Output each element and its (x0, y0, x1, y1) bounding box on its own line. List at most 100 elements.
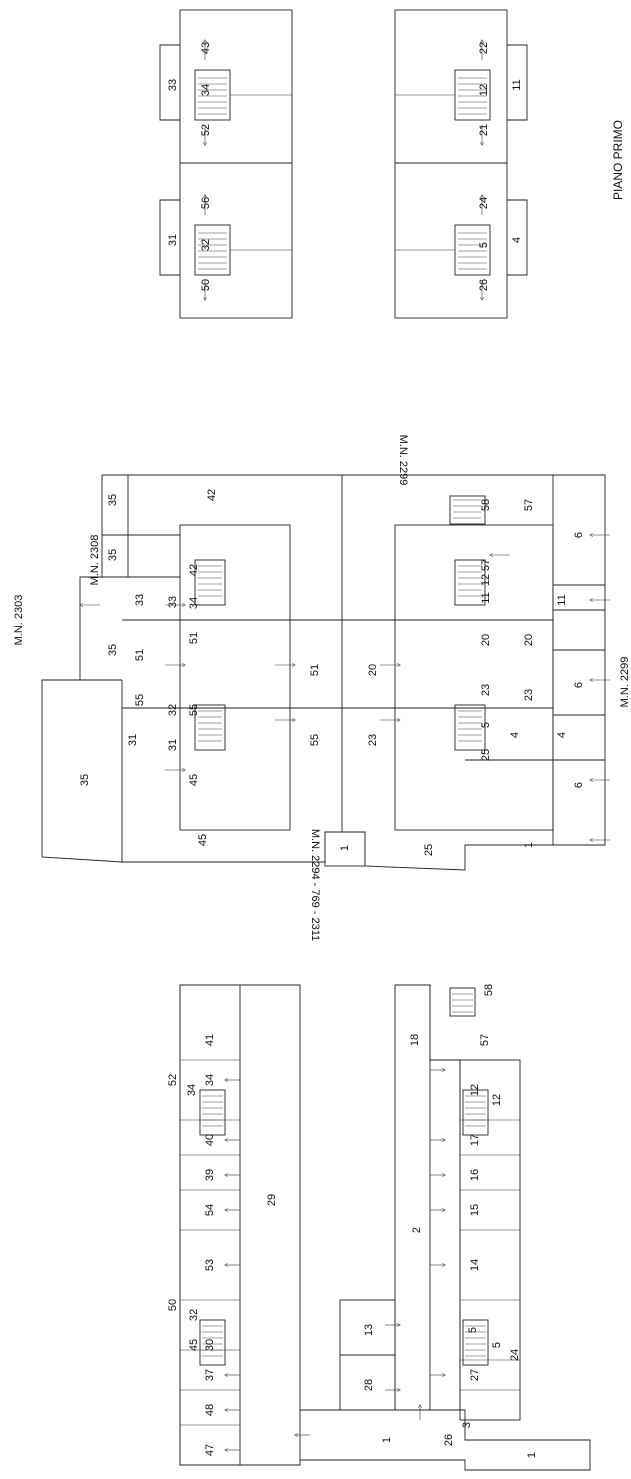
cadastral-ref: M.N. 2308 (89, 535, 101, 586)
room-label: 21 (478, 124, 490, 136)
room-label: 52 (167, 1074, 179, 1086)
room-label: 54 (204, 1204, 216, 1216)
room-label: 34 (186, 1084, 198, 1096)
room-label: 32 (188, 1309, 200, 1321)
plan-piano-terra: 52 34 34 41 40 39 54 53 50 32 45 30 37 4… (167, 984, 591, 1471)
piano-terra-labels: 52 34 34 41 40 39 54 53 50 32 45 30 37 4… (167, 984, 538, 1458)
plan-piano-primo: 33 34 43 52 31 32 56 50 22 12 11 21 24 5… (159, 9, 625, 319)
piano-terra-stairs (199, 987, 489, 1366)
piano-primo-walls (159, 9, 528, 319)
room-label: 1 (381, 1437, 393, 1443)
piano-primo-labels: 33 34 43 52 31 32 56 50 22 12 11 21 24 5… (167, 42, 523, 291)
room-label: 17 (469, 1134, 481, 1146)
room-label: 22 (478, 42, 490, 54)
room-label: 56 (200, 197, 212, 209)
room-label: 20 (523, 634, 535, 646)
room-label: 57 (479, 1034, 491, 1046)
plan-caption: PIANO PRIMO (611, 120, 625, 200)
cadastral-ref: M.N. 2299 (397, 435, 409, 486)
room-label: 52 (200, 124, 212, 136)
room-label: 31 (127, 734, 139, 746)
room-label: 6 (573, 782, 585, 788)
room-label: 55 (309, 734, 321, 746)
room-label: 33 (134, 594, 146, 606)
room-label: 28 (363, 1379, 375, 1391)
room-label: 1 (523, 842, 535, 848)
room-label: 58 (483, 984, 495, 996)
room-label: 14 (469, 1259, 481, 1271)
room-label: 50 (200, 279, 212, 291)
room-label: 12 (478, 84, 490, 96)
room-label: 31 (167, 739, 179, 751)
room-label: 53 (204, 1259, 216, 1271)
room-label: 25 (423, 844, 435, 856)
room-label: 43 (200, 42, 212, 54)
room-label: 45 (188, 1339, 200, 1351)
room-label: 57 (523, 499, 535, 511)
center-stairs (194, 499, 486, 751)
room-label: 39 (204, 1169, 216, 1181)
room-label: 57 (480, 559, 492, 571)
room-label: 11 (480, 592, 492, 603)
room-label: 27 (469, 1369, 481, 1381)
room-label: 29 (266, 1194, 278, 1206)
room-label: 26 (443, 1434, 455, 1446)
room-label: 55 (188, 704, 200, 716)
center-outline (41, 474, 606, 871)
room-label: 34 (204, 1074, 216, 1086)
room-label: 51 (309, 664, 321, 676)
room-label: 4 (509, 732, 521, 738)
room-label: 40 (204, 1134, 216, 1146)
room-label: 2 (411, 1227, 423, 1233)
room-label: 1 (339, 845, 351, 851)
room-label: 35 (107, 549, 119, 561)
cadastral-ref: M.N. 2299 (619, 657, 631, 708)
room-label: 16 (469, 1169, 481, 1181)
room-label: 6 (573, 532, 585, 538)
piano-primo-stairs (198, 77, 487, 270)
center-labels: 35 42 35 33 33 34 42 35 51 51 51 31 55 3… (79, 489, 585, 856)
room-label: 25 (480, 749, 492, 761)
room-label: 51 (188, 632, 200, 644)
center-arrows (80, 535, 610, 840)
piano-terra-walls (179, 984, 591, 1471)
room-label: 37 (204, 1369, 216, 1381)
room-label: 55 (134, 694, 146, 706)
room-label: 12 (491, 1094, 503, 1106)
room-label: 51 (134, 649, 146, 661)
room-label: 1 (526, 1452, 538, 1458)
cadastral-references: M.N. 2303 M.N. 2308 M.N. 2299 M.N. 2299 … (13, 435, 631, 942)
room-label: 32 (200, 239, 212, 251)
room-label: 12 (480, 574, 492, 586)
room-label: 5 (480, 722, 492, 728)
room-label: 26 (478, 279, 490, 291)
room-label: 33 (167, 79, 179, 91)
room-label: 5 (467, 1327, 479, 1333)
room-label: 30 (204, 1339, 216, 1351)
room-label: 58 (480, 499, 492, 511)
room-label: 18 (409, 1034, 421, 1046)
room-label: 12 (469, 1084, 481, 1096)
room-label: 41 (204, 1034, 216, 1046)
piano-terra-arrows (225, 1070, 445, 1450)
room-label: 50 (167, 1299, 179, 1311)
room-label: 13 (363, 1324, 375, 1336)
room-label: 45 (188, 774, 200, 786)
room-label: 23 (523, 689, 535, 701)
room-label: 48 (204, 1404, 216, 1416)
room-label: 3 (461, 1422, 473, 1428)
room-label: 5 (478, 242, 490, 248)
room-label: 4 (511, 237, 523, 243)
cadastral-ref: M.N. 2294 - 769 - 2311 (309, 829, 321, 941)
piano-primo-arrows (205, 40, 482, 300)
room-label: 42 (188, 564, 200, 576)
cadastral-ref: M.N. 2303 (13, 595, 25, 646)
room-label: 35 (107, 494, 119, 506)
room-label: 11 (511, 79, 523, 90)
room-label: 23 (480, 684, 492, 696)
room-label: 47 (204, 1444, 216, 1456)
room-label: 11 (556, 594, 568, 605)
room-label: 45 (197, 834, 209, 846)
room-label: 23 (367, 734, 379, 746)
